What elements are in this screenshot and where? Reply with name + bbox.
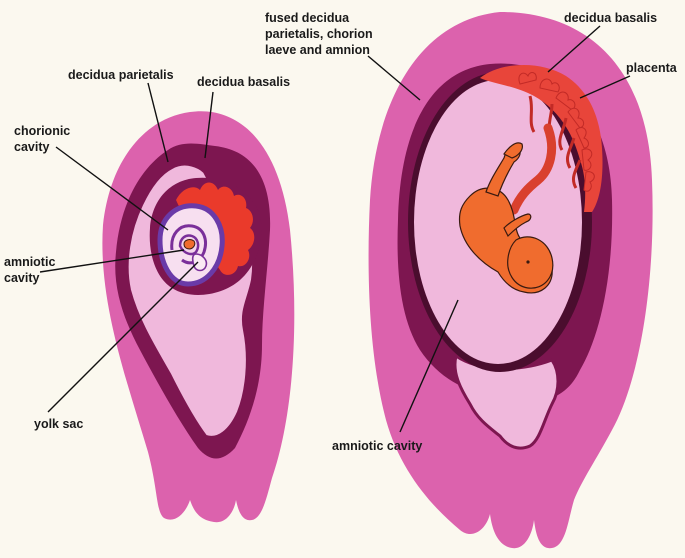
label-left-amniotic-cavity-1: amniotic bbox=[4, 255, 55, 269]
label-right-fused-2: parietalis, chorion bbox=[265, 27, 373, 41]
leader-right-amniotic-cavity bbox=[399, 299, 459, 433]
right-lower-cavity bbox=[453, 353, 560, 450]
leader-left-decidua-parietalis bbox=[147, 82, 169, 163]
leader-left-chorionic-cavity bbox=[55, 146, 169, 231]
leader-left-yolk-sac bbox=[47, 261, 199, 413]
leader-left-amniotic-cavity bbox=[39, 249, 185, 273]
right-fetus bbox=[458, 142, 554, 294]
labels: decidua parietalis decidua basalis chori… bbox=[4, 11, 678, 453]
leader-right-placenta bbox=[579, 75, 631, 99]
label-left-yolk-sac: yolk sac bbox=[34, 417, 83, 431]
right-placenta bbox=[480, 64, 603, 212]
label-right-fused-1: fused decidua bbox=[265, 11, 350, 25]
left-yolk-sac bbox=[191, 253, 208, 272]
left-embryo bbox=[183, 239, 196, 250]
label-right-fused-3: laeve and amnion bbox=[265, 43, 370, 57]
right-umbilical-cord bbox=[509, 123, 557, 215]
label-left-decidua-basalis: decidua basalis bbox=[197, 75, 290, 89]
label-left-chorionic-cavity-2: cavity bbox=[14, 140, 49, 154]
leader-right-fused bbox=[367, 55, 421, 101]
leader-lines bbox=[39, 25, 631, 433]
label-right-decidua-basalis: decidua basalis bbox=[564, 11, 657, 25]
label-left-amniotic-cavity-2: cavity bbox=[4, 271, 39, 285]
early-uterus bbox=[102, 111, 295, 523]
label-right-amniotic-cavity: amniotic cavity bbox=[332, 439, 422, 453]
leader-left-decidua-basalis bbox=[204, 91, 214, 159]
fetus-eye bbox=[526, 260, 530, 264]
label-left-decidua-parietalis: decidua parietalis bbox=[68, 68, 174, 82]
label-left-chorionic-cavity-1: chorionic bbox=[14, 124, 70, 138]
leader-right-decidua-basalis bbox=[547, 25, 601, 73]
label-right-placenta: placenta bbox=[626, 61, 678, 75]
